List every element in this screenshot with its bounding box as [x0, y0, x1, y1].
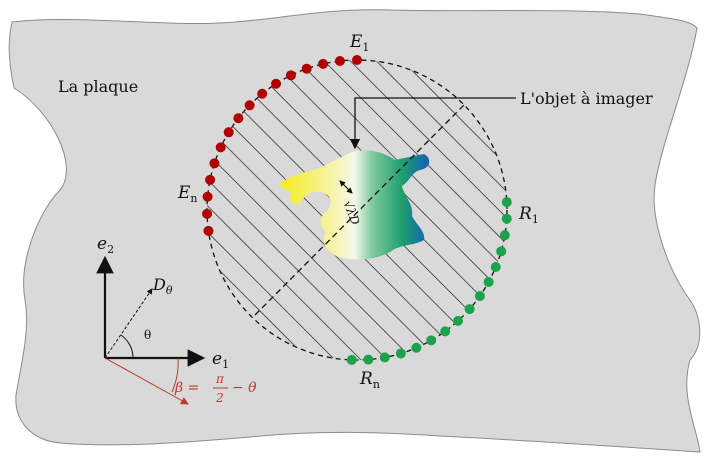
- beta-formula: β = π 2 − θ: [174, 372, 257, 405]
- receiver-dot: [395, 348, 406, 359]
- receiver-dot: [474, 291, 485, 302]
- theta-label: θ: [144, 328, 151, 342]
- receiver-dot: [411, 342, 422, 353]
- beta-numerator: π: [215, 372, 225, 386]
- emitter-dot: [223, 127, 234, 138]
- emitter-dot: [202, 191, 213, 202]
- resolution-arrow-b: [343, 184, 353, 194]
- emitter-dot: [209, 158, 220, 169]
- emitter-dot: [205, 174, 216, 185]
- ray-line: [207, 152, 414, 360]
- receiver-dot: [501, 213, 512, 224]
- object-callout-line: [349, 97, 516, 150]
- emitter-dot: [301, 63, 312, 74]
- receiver-dot: [453, 315, 464, 326]
- receiver-dot: [501, 197, 512, 208]
- emitter-first-label: E1: [349, 32, 369, 54]
- receiver-last-label: Rn: [359, 369, 380, 391]
- receiver-dot: [440, 326, 451, 337]
- emitter-dot: [203, 225, 214, 236]
- ray-line: [272, 60, 507, 296]
- emitter-dot: [215, 142, 226, 153]
- receiver-dot: [379, 352, 390, 363]
- ray-line: [285, 60, 507, 282]
- ray-line: [298, 60, 507, 269]
- receiver-dot: [346, 354, 357, 365]
- ray-line: [207, 126, 440, 360]
- receiver-dot: [363, 354, 374, 365]
- beta-lhs: β =: [174, 380, 199, 396]
- receiver-first-label: R1: [518, 204, 539, 226]
- receiver-dot: [496, 246, 507, 257]
- beta-arc: [171, 357, 179, 393]
- ray-line: [207, 100, 466, 360]
- emitter-dot: [334, 55, 345, 66]
- beta-denominator: 2: [215, 391, 224, 405]
- beta-rhs: − θ: [232, 380, 257, 396]
- axis-d-theta: [104, 288, 153, 359]
- emitter-dot: [244, 100, 255, 111]
- ray-line: [207, 139, 427, 360]
- emitter-dot: [202, 208, 213, 219]
- emitter-dot: [318, 58, 329, 69]
- theta-arc: [120, 334, 134, 359]
- emitter-array: [202, 55, 362, 236]
- receiver-dot: [464, 304, 475, 315]
- emitter-dot: [271, 78, 282, 89]
- emitter-last-label: En: [177, 183, 198, 205]
- emitter-dot: [285, 70, 296, 81]
- ray-line: [259, 60, 507, 309]
- axis-beta: [104, 357, 189, 405]
- emitter-dot: [257, 88, 268, 99]
- emitter-dot: [352, 55, 362, 65]
- emitter-dot: [233, 113, 244, 124]
- e2-label: e2: [97, 234, 114, 256]
- receiver-dot: [490, 261, 501, 272]
- receiver-array: [346, 197, 512, 365]
- receiver-dot: [483, 276, 494, 287]
- d-theta-label: Dθ: [152, 275, 173, 297]
- e1-label: e1: [212, 349, 229, 371]
- receiver-dot: [426, 335, 437, 346]
- receiver-dot: [499, 230, 510, 241]
- object-label: L'objet à imager: [520, 89, 653, 108]
- plate-label: La plaque: [58, 77, 138, 96]
- ray-line: [207, 113, 453, 360]
